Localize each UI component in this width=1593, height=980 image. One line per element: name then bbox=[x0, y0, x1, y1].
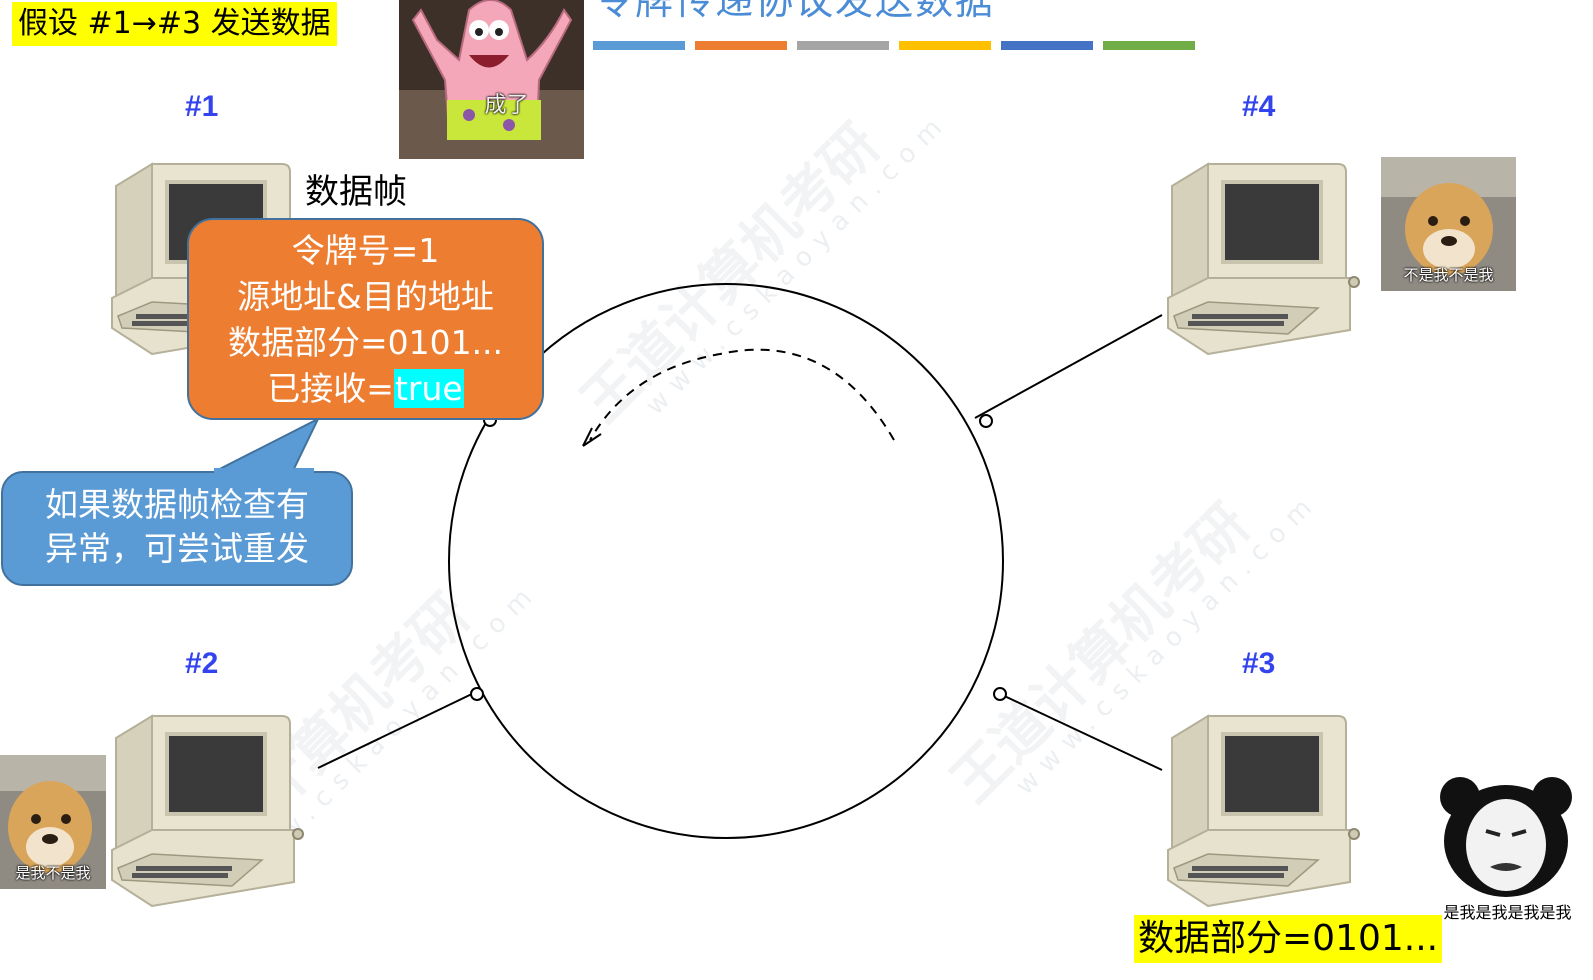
frame-token-field: 令牌号=1 bbox=[291, 231, 440, 270]
color-bar bbox=[797, 41, 889, 50]
color-bar bbox=[899, 41, 991, 50]
computer-icon bbox=[1166, 714, 1361, 908]
node-label-2: #2 bbox=[185, 647, 219, 680]
node-label-4: #4 bbox=[1242, 90, 1276, 123]
doge-meme-image: 不是我不是我 bbox=[1381, 157, 1516, 291]
retry-note-line: 如果数据帧检查有 bbox=[45, 485, 309, 524]
doge-caption-left: 是我不是我 bbox=[15, 864, 91, 882]
computer-icon bbox=[1166, 162, 1361, 356]
node-label-3: #3 bbox=[1242, 647, 1276, 680]
frame-received-field: 已接收=true bbox=[189, 366, 542, 412]
data-frame-label: 数据帧 bbox=[305, 172, 407, 212]
color-bar bbox=[1001, 41, 1093, 50]
frame-received-value: true bbox=[393, 369, 464, 408]
panda-caption: 是我是我是我是我 bbox=[1443, 903, 1572, 922]
frame-address-field: 源地址&目的地址 bbox=[237, 277, 494, 316]
doge-caption-top: 不是我不是我 bbox=[1403, 266, 1494, 284]
patrick-meme-image: 成了 bbox=[399, 0, 584, 159]
retry-note-line: 异常，可尝试重发 bbox=[45, 529, 309, 568]
token-direction-arrow bbox=[589, 348, 895, 441]
panda-meme-image: 是我是我是我是我 bbox=[1430, 775, 1585, 925]
node-label-1: #1 bbox=[185, 90, 219, 123]
color-bar bbox=[695, 41, 787, 50]
color-bar bbox=[593, 41, 685, 50]
assumption-label: 假设 #1→#3 发送数据 bbox=[12, 2, 337, 46]
retry-note-tail-cover bbox=[214, 468, 314, 476]
frame-data-field: 数据部分=0101... bbox=[227, 323, 504, 362]
data-frame-box: 令牌号=1 源地址&目的地址 数据部分=0101... 已接收=true bbox=[187, 218, 544, 420]
received-data-label: 数据部分=0101... bbox=[1134, 915, 1443, 963]
patrick-caption: 成了 bbox=[484, 93, 529, 118]
color-bar bbox=[1103, 41, 1195, 50]
computer-icon bbox=[110, 714, 305, 908]
retry-note-callout: 如果数据帧检查有 异常，可尝试重发 bbox=[1, 471, 353, 586]
doge-meme-image-left: 是我不是我 bbox=[0, 755, 106, 889]
frame-received-label: 已接收= bbox=[267, 369, 394, 408]
slide-title: 令牌传递协议发送数据 bbox=[595, 0, 996, 23]
title-color-bars bbox=[593, 41, 1195, 50]
